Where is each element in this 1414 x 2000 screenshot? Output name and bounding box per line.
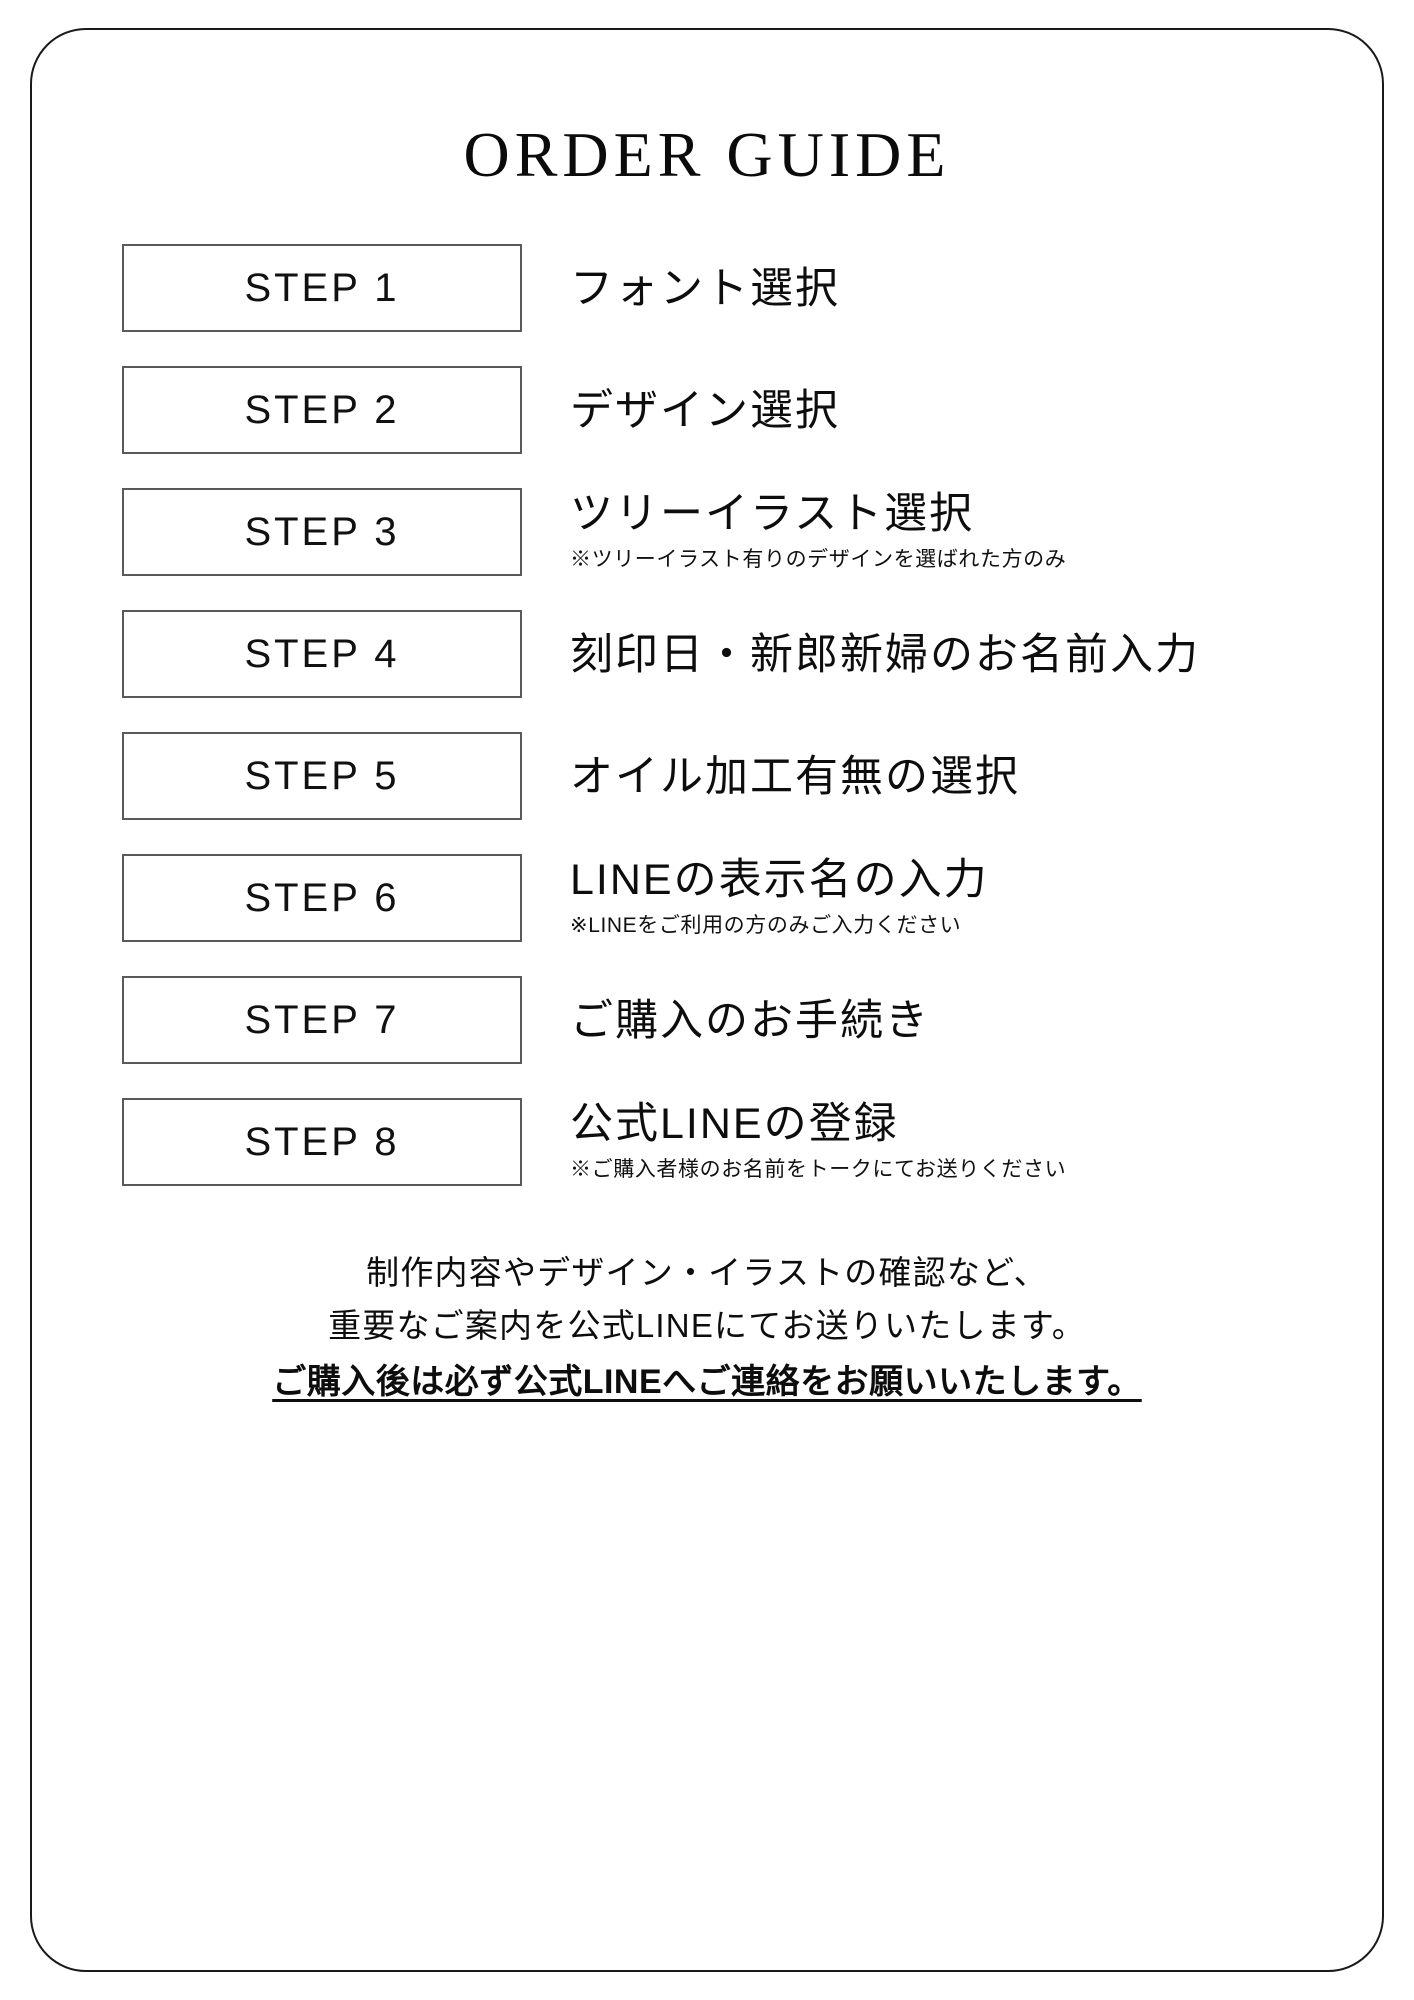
step-badge-label: STEP 5 xyxy=(244,754,400,798)
footer-line-3: ご購入後は必ず公式LINEへご連絡をお願いいたします。 xyxy=(272,1362,1142,1401)
step-text-3: ツリーイラスト選択 ※ツリーイラスト有りのデザインを選ばれた方のみ xyxy=(570,488,1066,576)
footer-notice: 制作内容やデザイン・イラストの確認など、 重要なご案内を公式LINEにてお送りい… xyxy=(122,1246,1292,1410)
step-row: STEP 8 公式LINEの登録 ※ご購入者様のお名前をトークにてお送りください xyxy=(122,1098,1292,1186)
step-description: オイル加工有無の選択 xyxy=(570,752,1020,801)
step-badge-label: STEP 1 xyxy=(244,266,400,310)
step-badge-label: STEP 4 xyxy=(244,632,400,676)
step-badge-4[interactable]: STEP 4 xyxy=(122,610,522,698)
step-row: STEP 1 フォント選択 xyxy=(122,244,1292,332)
step-description: フォント選択 xyxy=(570,264,840,313)
steps-list: STEP 1 フォント選択 STEP 2 デザイン選択 STEP 3 xyxy=(122,244,1292,1220)
step-row: STEP 2 デザイン選択 xyxy=(122,366,1292,454)
step-badge-label: STEP 2 xyxy=(244,388,400,432)
step-row: STEP 3 ツリーイラスト選択 ※ツリーイラスト有りのデザインを選ばれた方のみ xyxy=(122,488,1292,576)
step-badge-label: STEP 3 xyxy=(244,510,400,554)
step-badge-8[interactable]: STEP 8 xyxy=(122,1098,522,1186)
step-badge-label: STEP 8 xyxy=(244,1120,400,1164)
step-badge-label: STEP 6 xyxy=(244,876,400,920)
step-badge-6[interactable]: STEP 6 xyxy=(122,854,522,942)
step-badge-7[interactable]: STEP 7 xyxy=(122,976,522,1064)
step-description: デザイン選択 xyxy=(570,386,840,435)
step-badge-5[interactable]: STEP 5 xyxy=(122,732,522,820)
step-description: ご購入のお手続き xyxy=(570,996,930,1045)
step-note: ※LINEをご利用の方のみご入力ください xyxy=(570,914,962,938)
step-description: ツリーイラスト選択 xyxy=(570,490,975,538)
step-row: STEP 4 刻印日・新郎新婦のお名前入力 xyxy=(122,610,1292,698)
step-text-8: 公式LINEの登録 ※ご購入者様のお名前をトークにてお送りください xyxy=(570,1098,1066,1186)
guide-card: ORDER GUIDE STEP 1 フォント選択 STEP 2 デザイン選択 xyxy=(30,28,1384,1972)
step-description: 刻印日・新郎新婦のお名前入力 xyxy=(570,630,1200,679)
step-description: 公式LINEの登録 xyxy=(570,1100,899,1148)
step-text-1: フォント選択 xyxy=(570,244,840,332)
step-description: LINEの表示名の入力 xyxy=(570,856,989,904)
step-badge-1[interactable]: STEP 1 xyxy=(122,244,522,332)
step-row: STEP 7 ご購入のお手続き xyxy=(122,976,1292,1064)
step-badge-2[interactable]: STEP 2 xyxy=(122,366,522,454)
footer-line-1: 制作内容やデザイン・イラストの確認など、 xyxy=(366,1254,1048,1291)
step-row: STEP 6 LINEの表示名の入力 ※LINEをご利用の方のみご入力ください xyxy=(122,854,1292,942)
page-title: ORDER GUIDE xyxy=(463,119,951,190)
step-text-6: LINEの表示名の入力 ※LINEをご利用の方のみご入力ください xyxy=(570,854,989,942)
step-note: ※ツリーイラスト有りのデザインを選ばれた方のみ xyxy=(570,548,1067,572)
step-badge-label: STEP 7 xyxy=(244,998,400,1042)
step-text-4: 刻印日・新郎新婦のお名前入力 xyxy=(570,610,1200,698)
step-text-5: オイル加工有無の選択 xyxy=(570,732,1020,820)
step-text-7: ご購入のお手続き xyxy=(570,976,930,1064)
footer-line-2: 重要なご案内を公式LINEにてお送りいたします。 xyxy=(328,1307,1086,1345)
bottom-spacer xyxy=(122,1410,1292,1930)
step-note: ※ご購入者様のお名前をトークにてお送りください xyxy=(570,1158,1067,1182)
step-row: STEP 5 オイル加工有無の選択 xyxy=(122,732,1292,820)
step-text-2: デザイン選択 xyxy=(570,366,840,454)
step-badge-3[interactable]: STEP 3 xyxy=(122,488,522,576)
